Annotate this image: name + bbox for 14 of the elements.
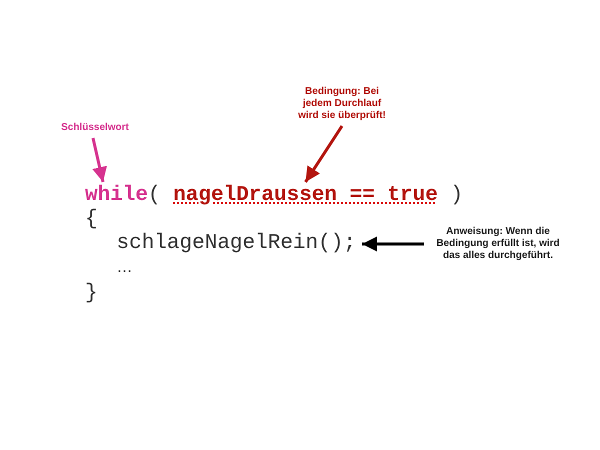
arrow <box>92 138 107 182</box>
code-text: ) <box>450 184 463 208</box>
condition-note: Bedingung: Bei jedem Durchlauf wird sie überprüft! <box>292 86 392 122</box>
keyword-note: Schlüsselwort <box>55 122 135 134</box>
arrow <box>304 125 344 183</box>
code-text: } <box>85 282 98 306</box>
statement-note: Anweisung: Wenn die Bedingung erfüllt ist, wird das alles durchgeführt. <box>428 226 568 262</box>
code-text: { <box>85 208 98 232</box>
code-text: ( <box>148 184 161 208</box>
condition-code: nagelDraussen == true <box>173 184 438 208</box>
keyword-code: while <box>85 184 148 208</box>
ellipsis-text: … <box>116 258 132 278</box>
arrow <box>362 236 424 252</box>
statement-code: schlageNagelRein(); <box>116 232 356 256</box>
